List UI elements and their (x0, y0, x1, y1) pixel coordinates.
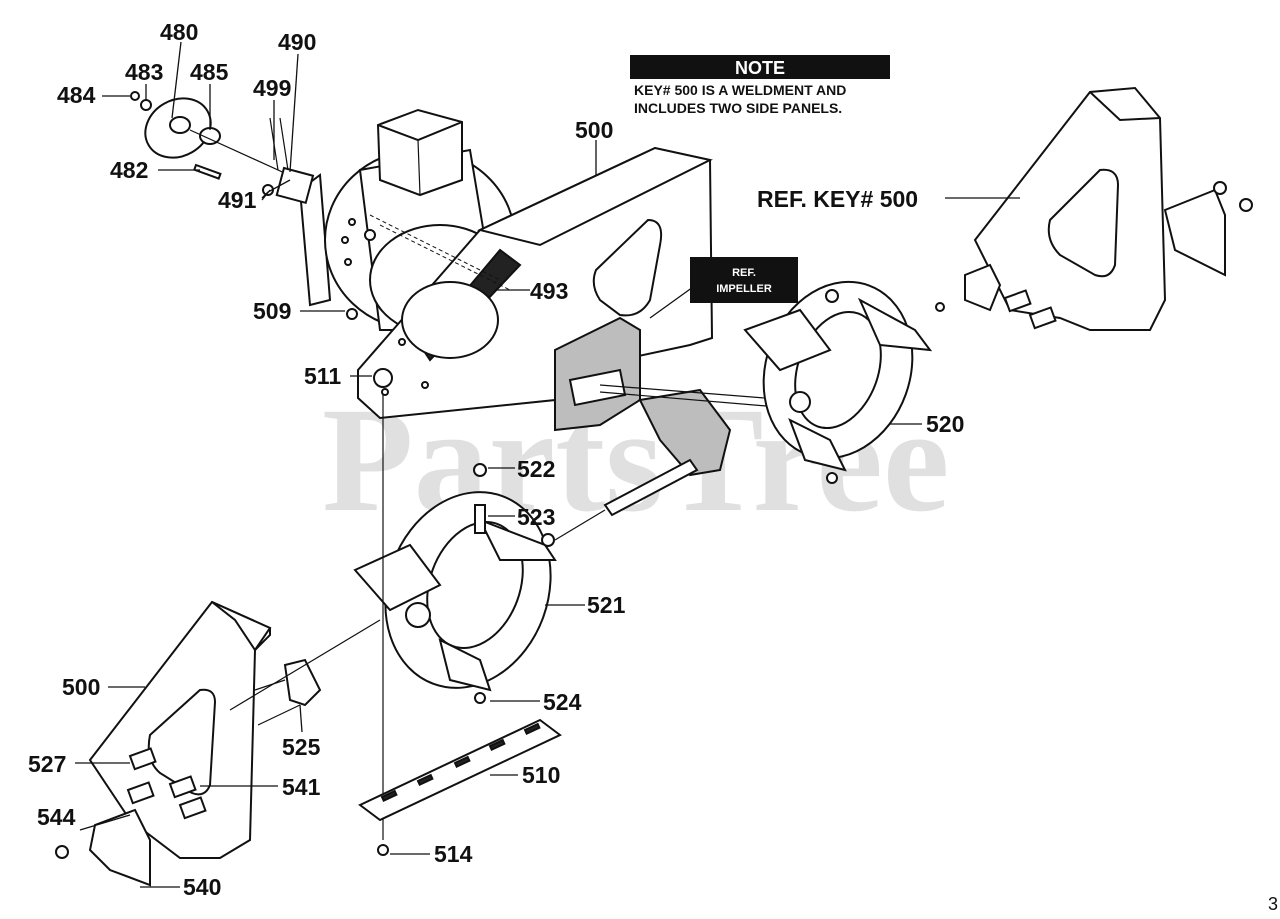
label-509: 509 (253, 298, 291, 324)
label-525: 525 (282, 734, 321, 760)
auger-521 (353, 463, 557, 704)
ref-impeller-line-1: REF. (732, 267, 756, 279)
side-panel-left (55, 600, 381, 887)
shave-plate-510 (358, 718, 562, 856)
label-493: 493 (530, 278, 568, 304)
part-labels: 480 490 483 485 484 499 482 491 500 REF.… (28, 19, 964, 900)
note-line-1: KEY# 500 IS A WELDMENT AND (634, 82, 846, 98)
label-522: 522 (517, 456, 555, 482)
label-499: 499 (253, 75, 291, 101)
ref-impeller-box: REF. IMPELLER (690, 257, 798, 303)
label-540: 540 (183, 874, 221, 900)
label-483: 483 (125, 59, 163, 85)
gearbox-assembly (554, 281, 791, 541)
page-number: 3 (1268, 894, 1278, 914)
auger-520 (743, 280, 933, 484)
label-511: 511 (304, 363, 341, 389)
label-482: 482 (110, 157, 148, 183)
label-521: 521 (587, 592, 626, 618)
label-524: 524 (543, 689, 582, 715)
label-500-top: 500 (575, 117, 613, 143)
pulley-assembly (130, 91, 358, 320)
label-541: 541 (282, 774, 321, 800)
label-500-left: 500 (62, 674, 100, 700)
label-520: 520 (926, 411, 964, 437)
label-510: 510 (522, 762, 560, 788)
note-title-bar (630, 55, 890, 79)
ref-impeller-line-2: IMPELLER (716, 283, 772, 295)
label-480: 480 (160, 19, 198, 45)
label-491: 491 (218, 187, 257, 213)
label-490: 490 (278, 29, 316, 55)
label-514: 514 (434, 841, 473, 867)
label-523: 523 (517, 504, 555, 530)
side-panel-right (935, 86, 1253, 331)
leader-lines (75, 41, 1020, 888)
note-title: NOTE (735, 58, 785, 78)
note-line-2: INCLUDES TWO SIDE PANELS. (634, 100, 842, 116)
label-484: 484 (57, 82, 96, 108)
label-544: 544 (37, 804, 76, 830)
label-485: 485 (190, 59, 229, 85)
note-box: NOTE KEY# 500 IS A WELDMENT AND INCLUDES… (630, 55, 890, 116)
label-ref-key-500: REF. KEY# 500 (757, 186, 918, 212)
label-527: 527 (28, 751, 66, 777)
